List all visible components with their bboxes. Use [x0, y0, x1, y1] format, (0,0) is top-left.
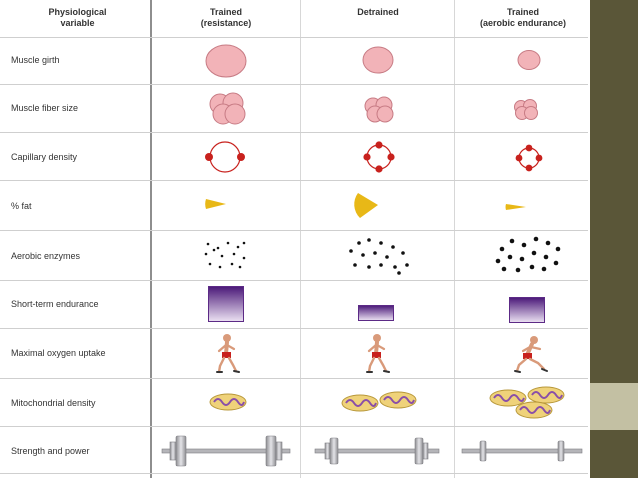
runner-icon: [366, 334, 390, 374]
header-detrained: Detrained: [357, 7, 399, 17]
muscle-girth-large-icon: [205, 44, 247, 78]
runner-icon: [216, 334, 240, 374]
muscle-fiber-small-icon: [514, 99, 538, 120]
row-label-short-term-endurance: Short-term endurance: [11, 299, 99, 309]
barbell-medium-icon: [314, 437, 440, 465]
row-divider: [0, 426, 588, 427]
mitochondria-one-icon: [209, 393, 247, 411]
row-divider: [0, 230, 588, 231]
barbell-light-icon: [461, 440, 583, 462]
muscle-girth-small-icon: [517, 50, 541, 70]
row-divider: [0, 378, 588, 379]
mitochondria-two-icon: [341, 391, 417, 412]
barbell-heavy-icon: [161, 435, 291, 467]
enzymes-medium-dots-icon: [349, 238, 409, 275]
fat-large-wedge-icon: [354, 193, 378, 218]
row-label-muscle-girth: Muscle girth: [11, 55, 60, 65]
capillary-four-small-icon: [515, 144, 543, 172]
runner-sprinting-icon: [514, 336, 548, 373]
row-label-maximal-oxygen-uptake: Maximal oxygen uptake: [11, 348, 106, 358]
endurance-tall-bar-icon: [208, 286, 244, 322]
row-label-mitochondrial-density: Mitochondrial density: [11, 398, 96, 408]
row-label-strength-and-power: Strength and power: [11, 446, 90, 456]
row-divider: [0, 473, 588, 474]
mitochondria-three-icon: [489, 386, 565, 419]
row-label-fat: % fat: [11, 201, 32, 211]
header-trained-aerobic: Trained(aerobic endurance): [479, 7, 567, 28]
enzymes-few-dots-icon: [204, 241, 246, 269]
row-divider: [0, 180, 588, 181]
fat-tiny-wedge-icon: [505, 204, 526, 210]
row-divider: [0, 328, 588, 329]
header-trained-resistance: Trained(resistance): [200, 7, 252, 28]
enzymes-many-dots-icon: [495, 236, 561, 273]
endurance-short-bar-icon: [358, 305, 394, 321]
capillary-two-icon: [205, 141, 245, 173]
muscle-girth-medium-icon: [362, 46, 394, 74]
row-divider: [0, 37, 588, 38]
column-divider: [150, 0, 152, 478]
row-label-aerobic-enzymes: Aerobic enzymes: [11, 251, 81, 261]
row-label-muscle-fiber-size: Muscle fiber size: [11, 103, 79, 113]
slide-side-accent: [590, 383, 638, 430]
muscle-fiber-medium-icon: [364, 96, 394, 123]
capillary-four-icon: [363, 141, 395, 173]
column-divider: [454, 0, 455, 478]
row-divider: [0, 132, 588, 133]
fat-small-wedge-icon: [205, 199, 226, 209]
row-divider: [0, 280, 588, 281]
endurance-medium-bar-icon: [509, 297, 545, 323]
column-divider: [300, 0, 301, 478]
row-divider: [0, 84, 588, 85]
muscle-fiber-large-icon: [209, 92, 246, 125]
row-label-capillary-density: Capillary density: [11, 152, 78, 162]
